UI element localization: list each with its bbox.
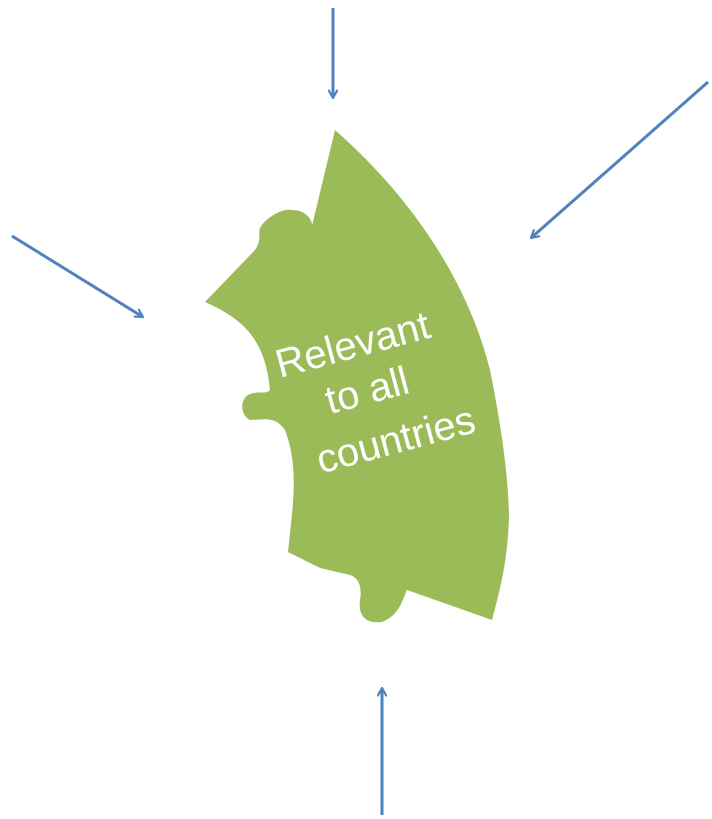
puzzle-piece-shape [205, 130, 509, 623]
arrow-left [11, 234, 143, 319]
arrow-top-right [531, 80, 709, 240]
